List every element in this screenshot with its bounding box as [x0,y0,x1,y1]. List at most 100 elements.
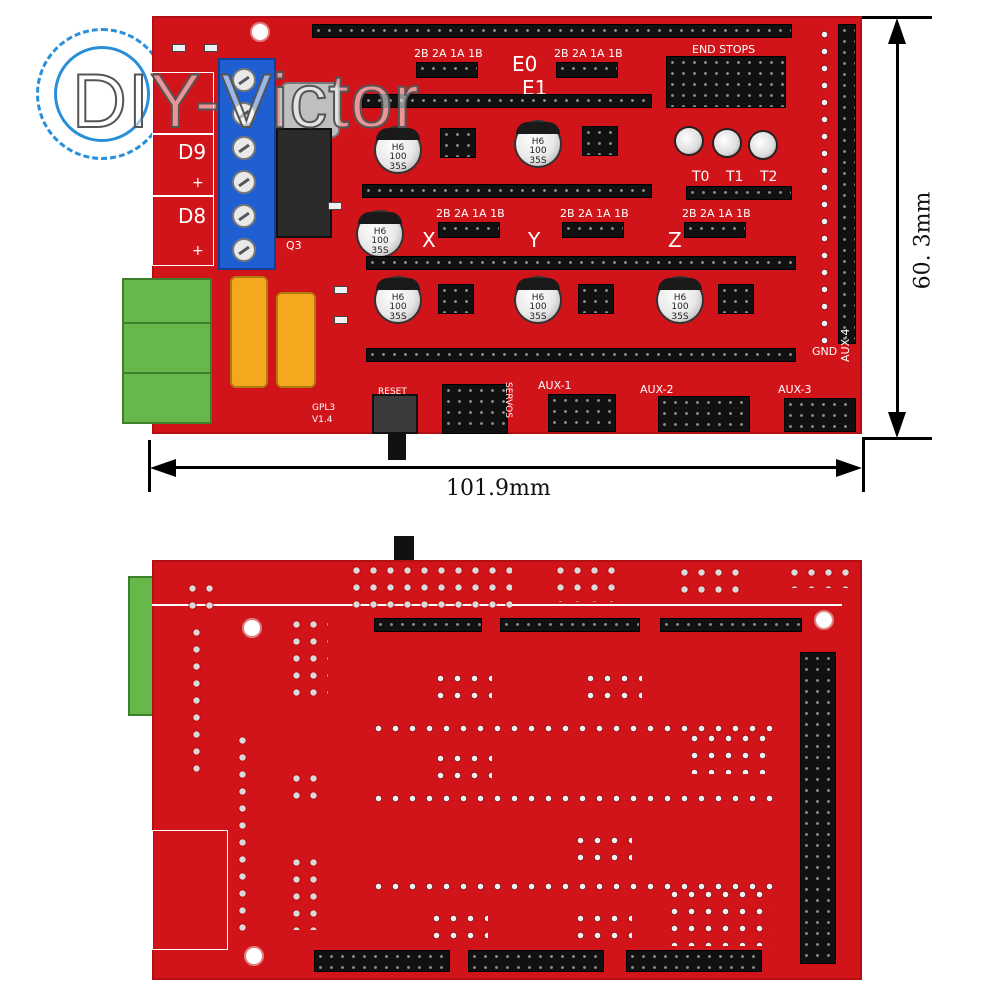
mounting-hole [242,618,262,638]
driver-socket-row [362,94,652,108]
reset-button[interactable] [372,394,418,434]
microstep-jumper-header [438,284,474,314]
driver-pads [572,832,632,866]
microstep-jumper-header [440,128,476,158]
endstops-header [666,56,786,108]
screw-terminal-screw [232,238,256,262]
bottom-edge-header [468,950,604,972]
driver-socket-row [366,256,796,270]
aux1-header [548,394,616,432]
microstep-jumper-header [582,126,618,156]
board-outline-trace [152,830,228,950]
driver-socket-pads [370,790,782,808]
arrow-up-icon [888,18,906,44]
driver-motor-header [562,222,624,238]
power-input-terminal [122,278,212,424]
label-t1: T1 [726,169,744,185]
watermark-ring-inner [54,46,150,142]
solder-pad-group [184,580,218,614]
reset-button-stem-bottom [394,536,414,564]
servos-header [442,384,508,434]
smd-component [328,202,342,210]
label-aux4: AUX-4 [839,328,852,362]
screw-terminal-screw [232,68,256,92]
driver-pads [432,670,492,704]
smd-component [334,316,348,324]
small-capacitor [750,132,776,158]
driver-pads [686,730,766,774]
header-row-bottom [500,618,640,632]
driver-motor-header [416,62,478,78]
plus-sign: + [192,243,204,259]
screw-terminal-screw [232,170,256,194]
aux3-header [784,398,856,432]
solder-pad-group [234,732,254,932]
label-aux2: AUX-2 [640,383,674,396]
right-edge-pads [816,26,834,346]
aux2-header [658,396,750,432]
width-dimension-line [170,466,842,469]
label-reset: RESET [378,387,407,397]
driver-pin-label-x: 2B 2A 1A 1B [436,207,505,220]
width-dimension-label: 101.9mm [446,476,551,501]
solder-pad-group [288,770,324,808]
smd-component [204,44,218,52]
driver-pin-label-z: 2B 2A 1A 1B [682,207,751,220]
ramps-board-bottom [152,560,862,980]
polyfuse [230,276,268,388]
d10-outline [152,72,214,134]
label-t0: T0 [692,169,710,185]
label-gpl3: GPL3 [312,403,336,413]
driver-pin-label-y: 2B 2A 1A 1B [560,207,629,220]
mounting-hole [250,22,270,42]
driver-pin-label-e0: 2B 2A 1A 1B [414,47,483,60]
d8-outline [152,196,214,266]
driver-pads [582,670,642,704]
power-screw-terminal [218,58,276,270]
reset-button-stem [388,432,406,460]
arrow-right-icon [836,459,862,477]
small-capacitor [676,128,702,154]
dimension-extension-left [148,440,151,492]
mosfet-q3 [276,128,332,238]
small-capacitor [714,130,740,156]
header-row-bottom [374,618,482,632]
driver-socket-row [362,184,652,198]
arrow-left-icon [150,459,176,477]
driver-pads [432,750,492,784]
microstep-jumper-header [718,284,754,314]
driver-pads [572,910,632,944]
right-edge-header-bottom [800,652,836,964]
driver-pads [428,910,488,944]
microstep-jumper-header [578,284,614,314]
screw-terminal-screw [232,136,256,160]
header-row-bottom [660,618,802,632]
polyfuse [276,292,316,388]
driver-socket-pads [370,720,782,738]
label-e1: E1 [522,76,548,100]
smd-component [334,286,348,294]
label-servos: SERVOS [503,382,513,418]
solder-pad-group [288,616,328,700]
dimension-extension-right [862,440,865,492]
dimension-extension-bottom [862,437,932,440]
label-d8: D8 [178,204,207,228]
label-z: Z [668,228,682,252]
label-e0: E0 [512,52,538,76]
dimension-extension-top [862,16,932,19]
solder-pad-group [188,624,208,772]
driver-motor-header [438,222,500,238]
label-x: X [422,228,436,252]
top-header-row [312,24,792,38]
driver-motor-header [556,62,618,78]
height-dimension-line [896,36,899,420]
solder-pad-group [552,562,620,602]
mounting-hole [814,610,834,630]
right-edge-header [838,24,856,344]
